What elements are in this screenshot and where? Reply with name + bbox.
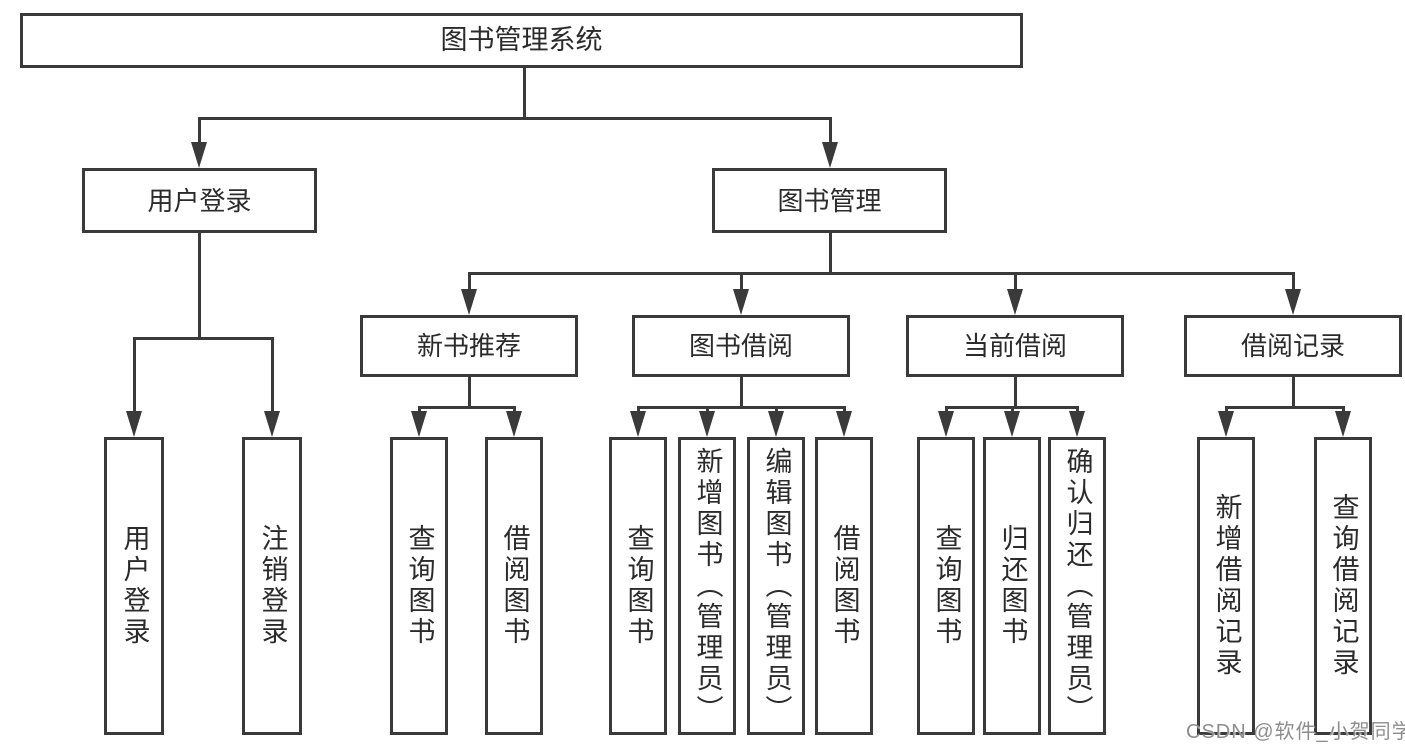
- arrow-down-icon: [630, 411, 646, 437]
- leaf-bb-borrow-books-label: 借阅图书: [829, 524, 860, 648]
- leaf-bb-edit-books-admin-label: 编辑图书（管理员）: [761, 446, 792, 726]
- connector-line: [1225, 406, 1345, 409]
- leaf-cb-query-books-label: 查询图书: [931, 524, 962, 648]
- node-borrowing-records-label: 借阅记录: [1240, 331, 1345, 361]
- node-new-book-recommendation-label: 新书推荐: [416, 331, 521, 361]
- leaf-br-add-borrow-record-label: 新增借阅记录: [1211, 493, 1242, 679]
- node-new-book-recommendation: 新书推荐: [360, 315, 578, 377]
- leaf-bb-query-books-label: 查询图书: [623, 524, 654, 648]
- arrow-down-icon: [699, 411, 715, 437]
- connector-line: [1292, 272, 1295, 290]
- arrow-down-icon: [938, 411, 954, 437]
- connector-line: [843, 406, 846, 413]
- arrow-down-icon: [1004, 411, 1020, 437]
- leaf-cb-return-books: 归还图书: [983, 437, 1041, 735]
- connector-line: [133, 337, 274, 340]
- arrow-down-icon: [411, 411, 427, 437]
- leaf-cb-confirm-return-admin: 确认归还（管理员）: [1048, 437, 1106, 735]
- leaf-bb-add-books-admin: 新增图书（管理员）: [678, 437, 736, 735]
- connector-line: [775, 406, 778, 413]
- leaf-nbr-query-books-label: 查询图书: [404, 524, 435, 648]
- connector-line: [829, 233, 832, 273]
- leaf-cb-return-books-label: 归还图书: [997, 524, 1028, 648]
- node-library-system-label: 图书管理系统: [440, 25, 603, 55]
- leaf-bb-add-books-admin-label: 新增图书（管理员）: [692, 446, 723, 726]
- connector-line: [468, 377, 471, 407]
- leaf-br-query-borrow-record-label: 查询借阅记录: [1328, 493, 1359, 679]
- node-book-management-label: 图书管理: [777, 185, 882, 216]
- connector-line: [1014, 377, 1017, 407]
- connector-line: [740, 377, 743, 407]
- connector-line: [418, 406, 421, 413]
- leaf-nbr-borrow-books: 借阅图书: [485, 437, 543, 735]
- arrow-down-icon: [836, 411, 852, 437]
- connector-line: [1292, 377, 1295, 407]
- leaf-user-login: 用户登录: [104, 437, 164, 735]
- connector-line: [198, 233, 201, 339]
- connector-line: [706, 406, 709, 413]
- arrow-down-icon: [768, 411, 784, 437]
- node-current-borrowing-label: 当前借阅: [962, 331, 1067, 361]
- arrow-down-icon: [1069, 411, 1085, 437]
- leaf-logout-login: 注销登录: [242, 437, 302, 735]
- connector-line: [198, 117, 201, 143]
- leaf-bb-borrow-books: 借阅图书: [815, 437, 873, 735]
- connector-line: [945, 406, 948, 413]
- connector-line: [829, 117, 832, 143]
- leaf-nbr-query-books: 查询图书: [390, 437, 448, 735]
- node-book-borrowing-label: 图书借阅: [688, 331, 793, 361]
- arrow-down-icon: [1285, 289, 1301, 315]
- connector-line: [513, 406, 516, 413]
- connector-line: [198, 117, 832, 120]
- connector-line: [418, 406, 516, 409]
- leaf-nbr-borrow-books-label: 借阅图书: [499, 524, 530, 648]
- connector-line: [740, 272, 743, 290]
- arrow-down-icon: [733, 289, 749, 315]
- node-borrowing-records: 借阅记录: [1184, 315, 1402, 377]
- connector-line: [468, 272, 471, 290]
- leaf-cb-query-books: 查询图书: [917, 437, 975, 735]
- node-user-login-label: 用户登录: [147, 185, 252, 216]
- connector-line: [271, 337, 274, 412]
- arrow-down-icon: [1335, 411, 1351, 437]
- connector-line: [133, 337, 136, 412]
- connector-line: [1225, 406, 1228, 413]
- connector-line: [523, 66, 526, 120]
- arrow-down-icon: [126, 411, 142, 437]
- connector-line: [1342, 406, 1345, 413]
- watermark: CSDN @软件_小贺同学: [1186, 721, 1405, 743]
- connector-line: [637, 406, 640, 413]
- connector-line: [1076, 406, 1079, 413]
- leaf-bb-edit-books-admin: 编辑图书（管理员）: [747, 437, 805, 735]
- node-current-borrowing: 当前借阅: [906, 315, 1124, 377]
- arrow-down-icon: [191, 142, 207, 168]
- leaf-user-login-label: 用户登录: [119, 524, 150, 648]
- arrow-down-icon: [461, 289, 477, 315]
- leaf-br-add-borrow-record: 新增借阅记录: [1197, 437, 1255, 735]
- leaf-cb-confirm-return-admin-label: 确认归还（管理员）: [1062, 446, 1093, 726]
- arrow-down-icon: [1007, 289, 1023, 315]
- arrow-down-icon: [822, 142, 838, 168]
- node-library-system: 图书管理系统: [20, 13, 1023, 68]
- node-book-management: 图书管理: [712, 168, 947, 233]
- arrow-down-icon: [506, 411, 522, 437]
- leaf-logout-login-label: 注销登录: [257, 524, 288, 648]
- connector-line: [468, 272, 1295, 275]
- connector-line: [1014, 272, 1017, 290]
- leaf-br-query-borrow-record: 查询借阅记录: [1314, 437, 1372, 735]
- arrow-down-icon: [1218, 411, 1234, 437]
- connector-line: [637, 406, 846, 409]
- connector-line: [1011, 406, 1014, 413]
- leaf-bb-query-books: 查询图书: [609, 437, 667, 735]
- node-user-login: 用户登录: [82, 168, 317, 233]
- arrow-down-icon: [264, 411, 280, 437]
- node-book-borrowing: 图书借阅: [632, 315, 850, 377]
